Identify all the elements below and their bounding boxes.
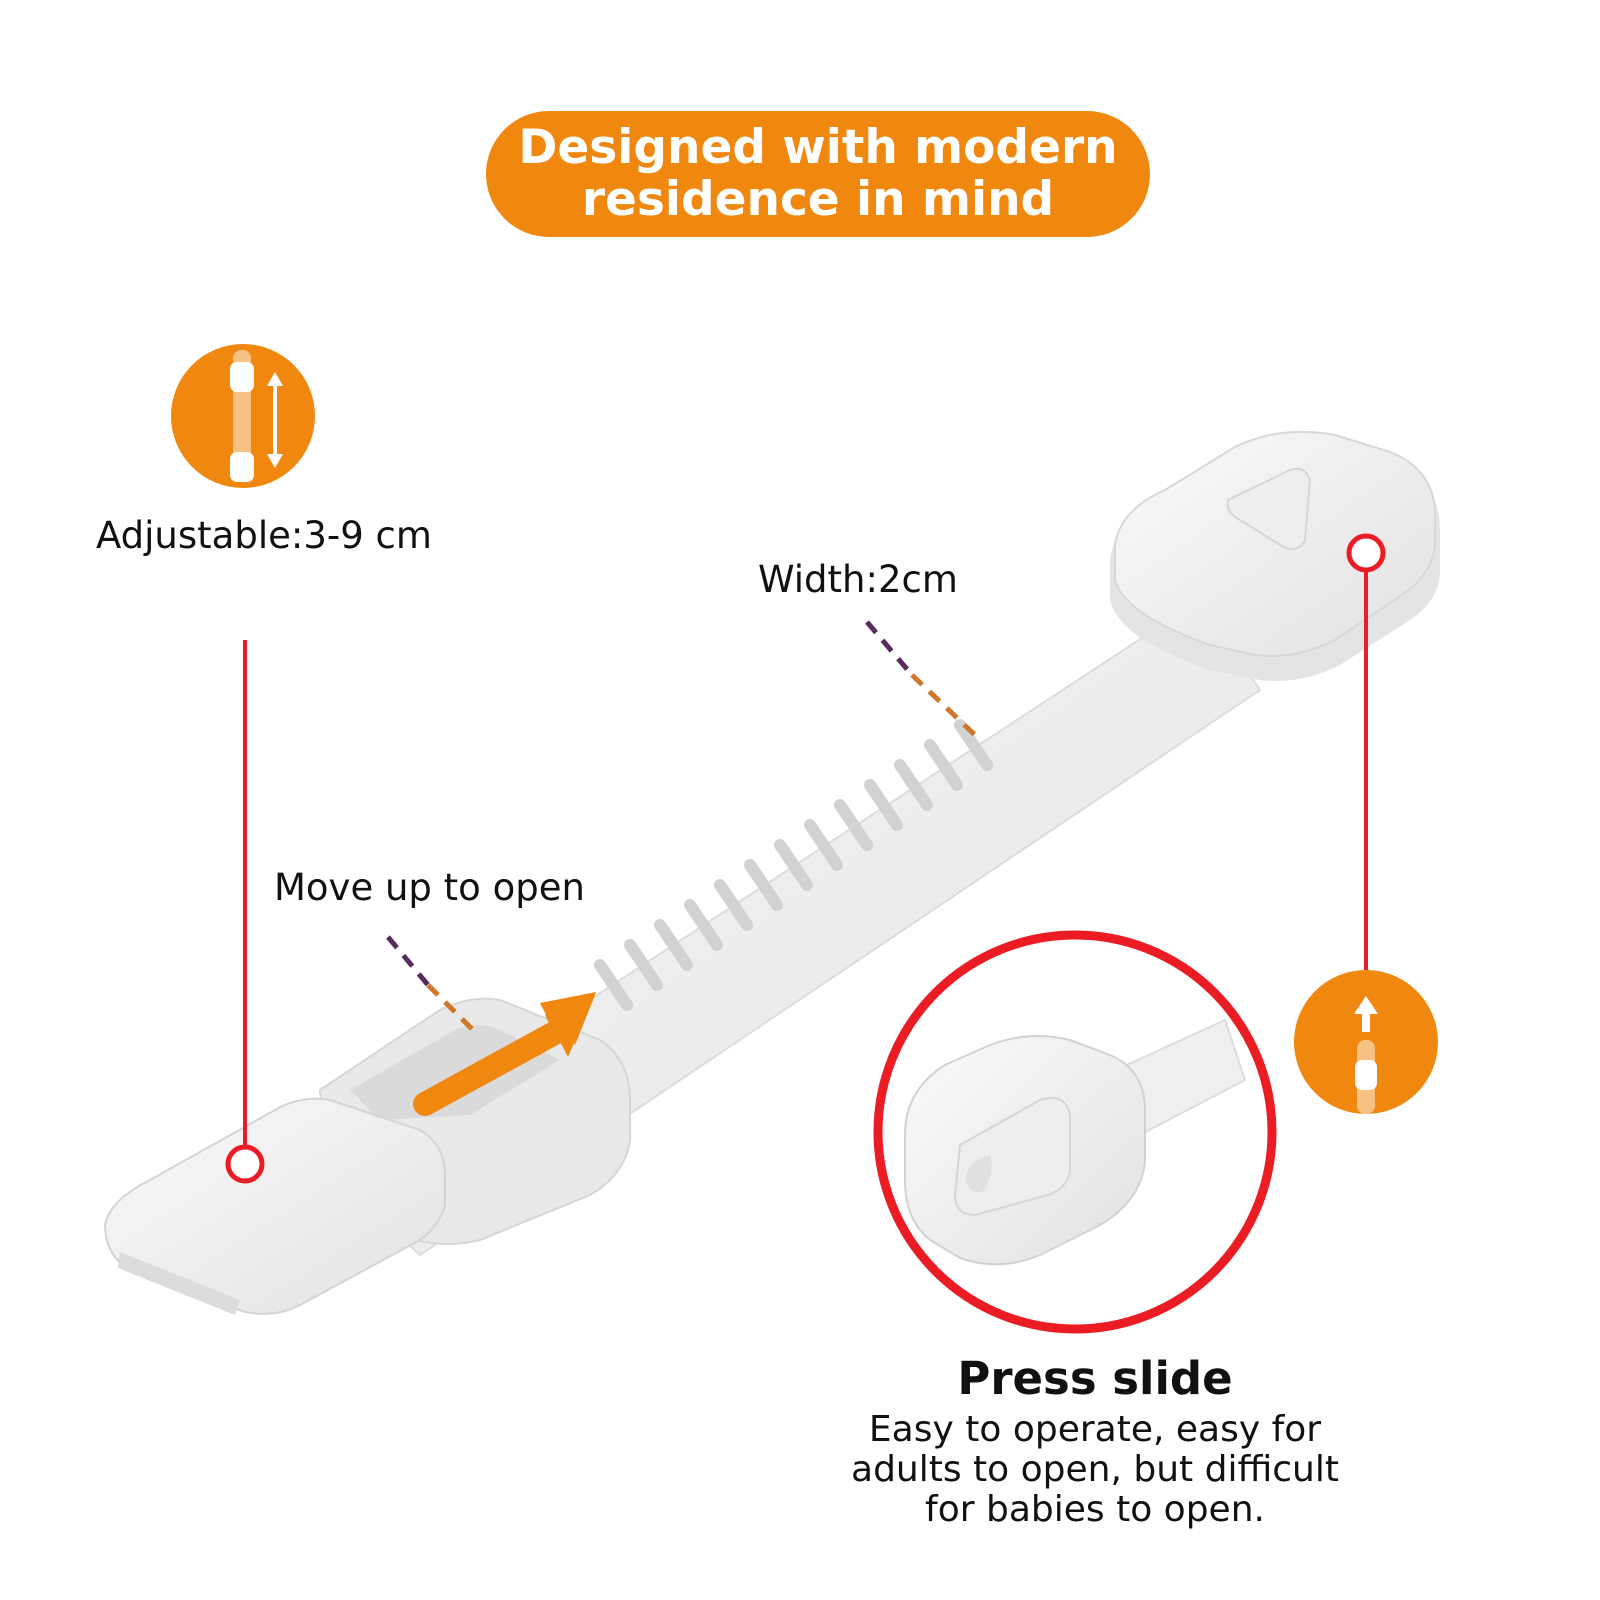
- title-line-2: residence in mind: [581, 172, 1055, 227]
- zoom-detail: [873, 930, 1277, 1334]
- press-desc-line-3: for babies to open.: [925, 1489, 1265, 1530]
- adjustable-label: Adjustable:3-9 cm: [96, 514, 432, 557]
- dash-leader-width: [865, 620, 977, 737]
- press-desc-line-1: Easy to operate, easy for: [868, 1409, 1322, 1450]
- callout-left-marker: [225, 640, 265, 1184]
- callout-right-marker: [1346, 533, 1386, 975]
- dash-leader-move: [386, 935, 480, 1037]
- press-slide-description: Easy to operate, easy for adults to open…: [810, 1410, 1380, 1530]
- move-up-label: Move up to open: [274, 866, 585, 909]
- width-label: Width:2cm: [758, 558, 958, 601]
- arrow-up-right-icon: [413, 992, 596, 1116]
- right-lock-cap: [1110, 430, 1440, 681]
- strap-ridges: [594, 719, 993, 1011]
- title-line-1: Designed with modern: [518, 120, 1118, 175]
- press-slide-title: Press slide: [957, 1352, 1233, 1405]
- press-desc-line-2: adults to open, but difficult: [851, 1449, 1339, 1490]
- slide-up-icon: [1294, 970, 1438, 1114]
- title-banner: Designed with modern residence in mind: [486, 111, 1150, 237]
- adjust-length-icon: [171, 344, 315, 488]
